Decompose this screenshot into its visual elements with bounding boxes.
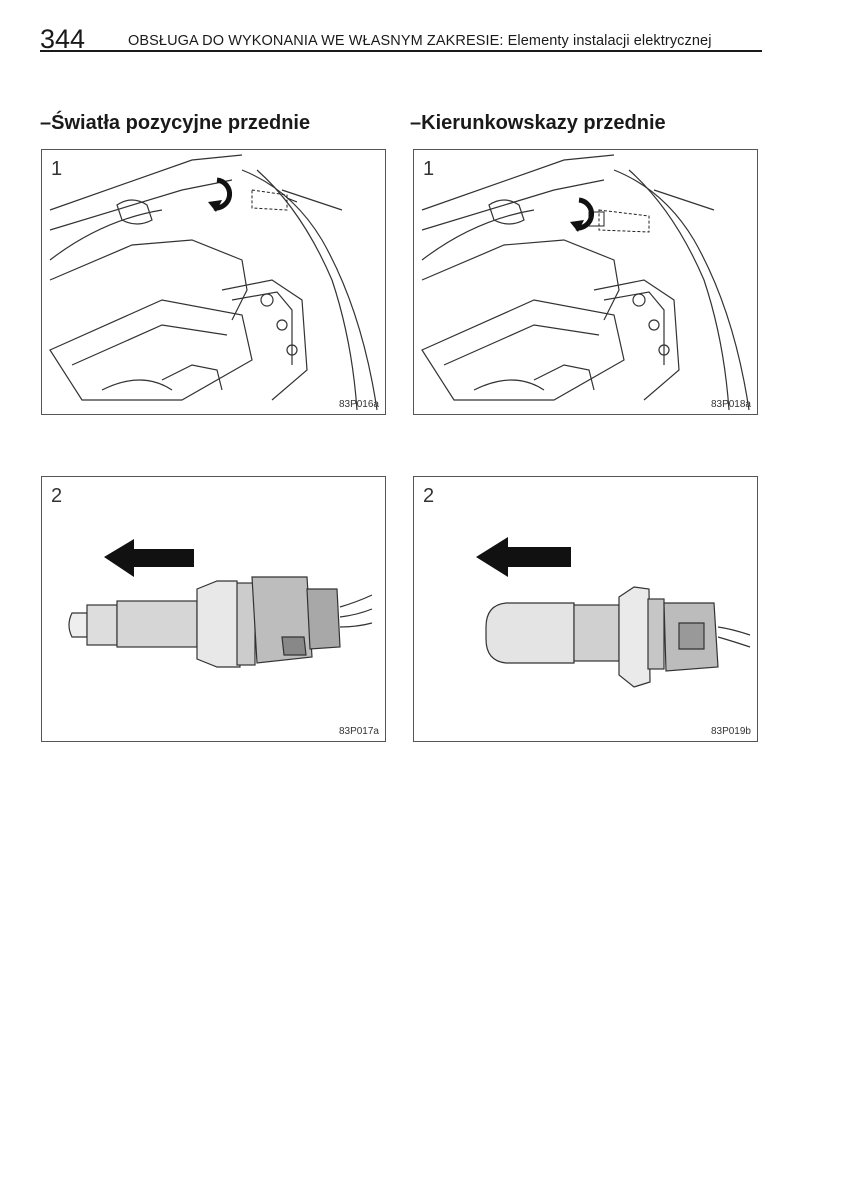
- figure-position-light-step1: 1 83P016a: [41, 149, 386, 415]
- section-title-position-lights: –Światła pozycyjne przednie: [40, 112, 311, 134]
- step-number: 1: [423, 158, 435, 180]
- figure-turn-signal-step1: 1 83P018a: [413, 149, 758, 415]
- engine-bay-illustration: [49, 154, 378, 411]
- figure-code: 83P016a: [338, 399, 379, 410]
- step-number: 2: [423, 485, 435, 507]
- figure-turn-signal-step2: 2 83P019b: [413, 476, 758, 742]
- bulb-removal-illustration: [68, 539, 373, 668]
- header-rule: [40, 50, 762, 52]
- running-title: OBSŁUGA DO WYKONANIA WE WŁASNYM ZAKRESIE…: [128, 33, 712, 49]
- figure-position-light-step2: 2 83P017a: [41, 476, 386, 742]
- bulb-removal-illustration: [476, 537, 751, 688]
- figure-code: 83P018a: [710, 399, 751, 410]
- step-number: 1: [51, 158, 63, 180]
- engine-bay-illustration: [421, 154, 750, 411]
- figure-code: 83P017a: [338, 726, 379, 737]
- page-header: 344 OBSŁUGA DO WYKONANIA WE WŁASNYM ZAKR…: [40, 24, 762, 54]
- section-title-turn-signals: –Kierunkowskazy przednie: [410, 112, 666, 134]
- figure-code: 83P019b: [710, 726, 751, 737]
- page-number: 344: [40, 24, 86, 54]
- step-number: 2: [51, 485, 63, 507]
